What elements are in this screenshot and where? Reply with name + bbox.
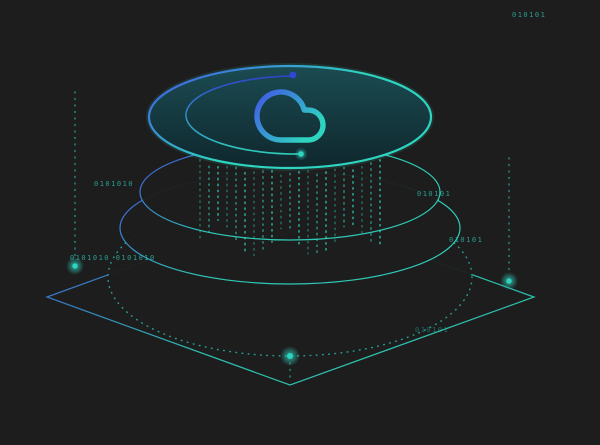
binary-label: 010101 xyxy=(512,11,546,19)
orbit-arc-end-dot xyxy=(294,147,308,161)
binary-label: 0101010 0101010 xyxy=(70,254,156,262)
orbit-arc xyxy=(185,75,302,155)
top-disc xyxy=(147,64,433,170)
bottom-glow-dot xyxy=(280,346,300,366)
right-glow-dot xyxy=(500,272,518,290)
cloud-icon xyxy=(254,89,326,143)
binary-label: 010101 xyxy=(417,190,451,198)
left-glow-dot xyxy=(66,257,84,275)
data-rain xyxy=(199,158,381,257)
binary-label: 0101010 xyxy=(94,180,134,188)
binary-label: 010101 xyxy=(415,326,449,334)
orbit-arc-start-dot xyxy=(289,71,297,79)
binary-label: 010101 xyxy=(449,236,483,244)
